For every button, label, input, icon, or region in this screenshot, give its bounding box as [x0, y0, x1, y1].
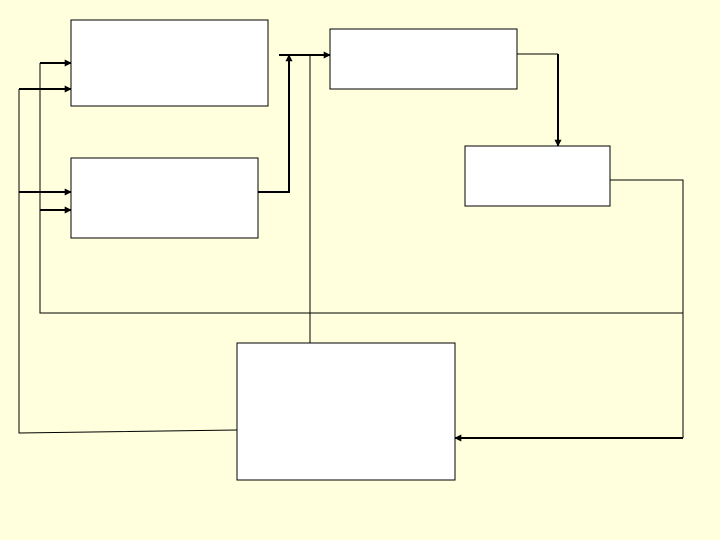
box-top-left	[70, 19, 269, 107]
box-middle-left	[70, 157, 259, 239]
box-right	[464, 145, 611, 207]
connector-right-box-down	[610, 179, 684, 438]
box-bottom	[236, 342, 456, 481]
box-top-right	[329, 28, 518, 90]
feedback-line-upper	[39, 63, 683, 314]
connector-middle-left-to-junction	[258, 54, 293, 193]
feedback-line-lower	[18, 89, 238, 434]
